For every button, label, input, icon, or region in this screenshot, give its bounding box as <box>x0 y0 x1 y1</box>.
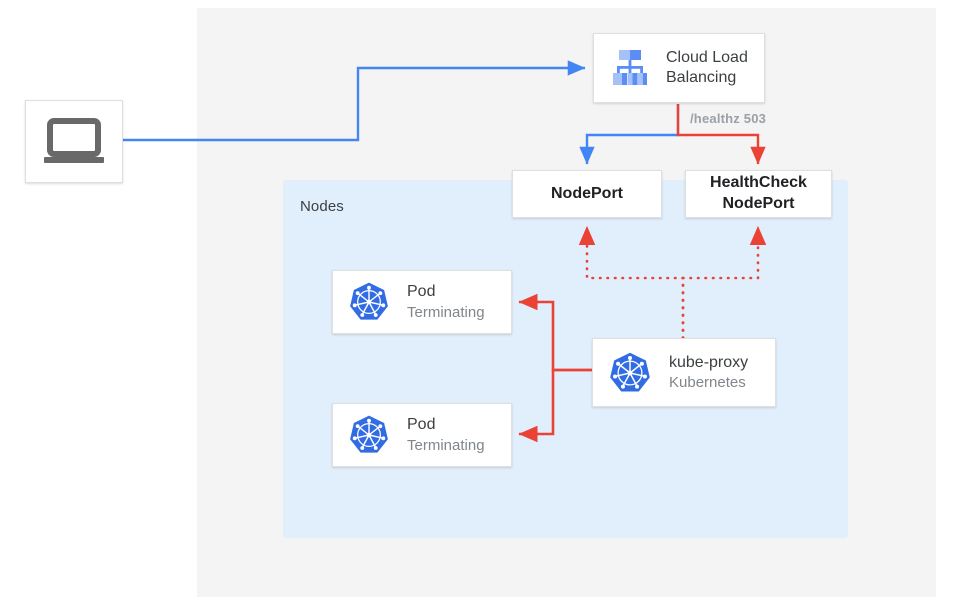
cloud-load-balancing-card: Cloud Load Balancing <box>593 33 765 103</box>
nodes-region-label: Nodes <box>300 198 344 215</box>
pod-text-1: Pod Terminating <box>407 282 485 322</box>
kube-proxy-card: kube-proxy Kubernetes <box>592 338 776 407</box>
cloud-load-balancing-title-line2: Balancing <box>666 69 737 86</box>
pod-card-2: Pod Terminating <box>332 403 512 467</box>
kubernetes-icon <box>347 280 391 324</box>
healthcheck-nodeport-label-line1: HealthCheck <box>710 174 807 192</box>
client-laptop-card <box>25 100 123 183</box>
pod-card-1: Pod Terminating <box>332 270 512 334</box>
kube-proxy-text: kube-proxy Kubernetes <box>669 353 748 393</box>
laptop-icon <box>26 101 122 182</box>
healthcheck-nodeport-label-line2: NodePort <box>722 195 795 212</box>
kube-proxy-title: kube-proxy <box>669 353 749 371</box>
kubernetes-icon <box>607 350 653 396</box>
kube-proxy-subtitle: Kubernetes <box>669 374 746 392</box>
healthcheck-nodeport-box: HealthCheck NodePort <box>685 170 832 218</box>
pod-status-2: Terminating <box>407 436 485 454</box>
healthz-status-label: /healthz 503 <box>690 111 767 126</box>
cloud-load-balancing-text: Cloud Load Balancing <box>666 48 748 89</box>
pod-title-2: Pod <box>407 416 436 434</box>
nodeport-box: NodePort <box>512 170 662 218</box>
nodeport-label: NodePort <box>551 184 623 202</box>
kubernetes-icon <box>347 413 391 457</box>
cloud-load-balancing-icon <box>604 42 656 94</box>
pod-text-2: Pod Terminating <box>407 415 485 455</box>
pod-title-1: Pod <box>407 283 436 301</box>
pod-status-1: Terminating <box>407 303 485 321</box>
cloud-load-balancing-title: Cloud Load <box>666 48 748 66</box>
